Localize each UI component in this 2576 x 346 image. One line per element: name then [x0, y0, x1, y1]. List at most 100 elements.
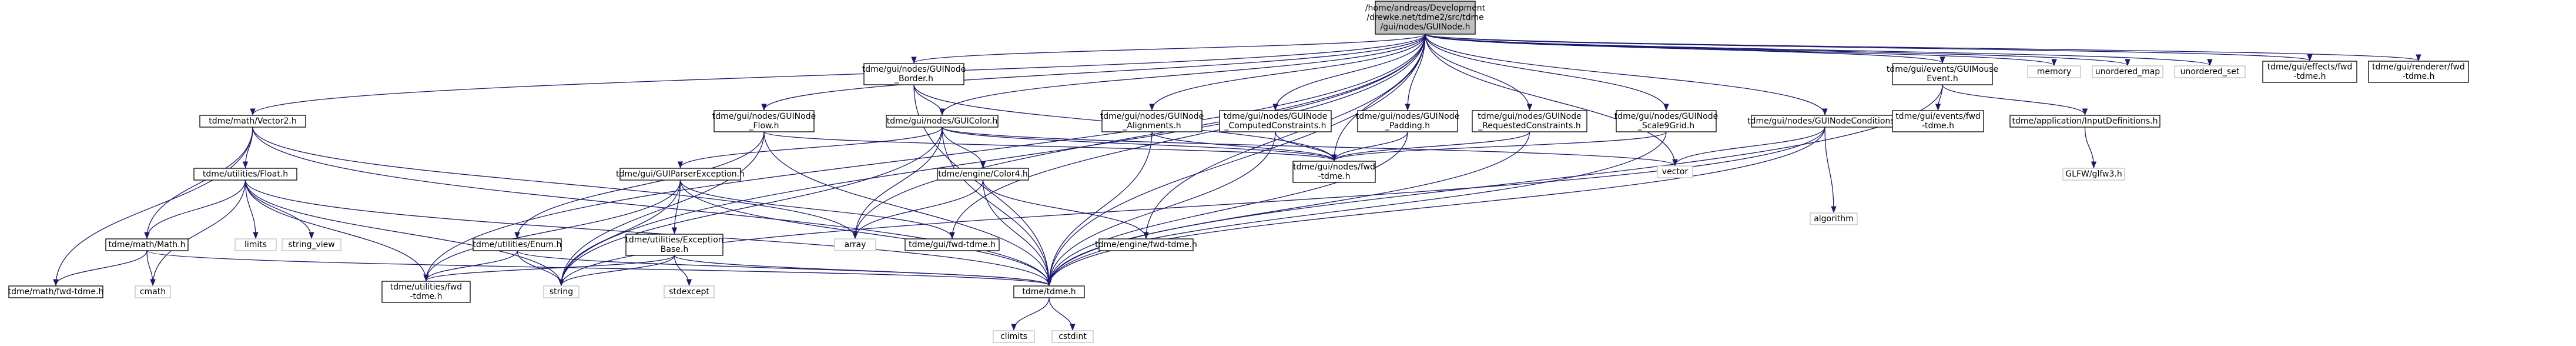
node-algorithm[interactable]: algorithm [1810, 212, 1858, 225]
edge-root-to-guicolor [939, 34, 1426, 116]
edge-vector2-to-mathfwd [53, 127, 253, 287]
node-memory[interactable]: memory [2027, 65, 2081, 78]
node-conditions[interactable]: tdme/gui/nodes/GUINodeConditions.h [1747, 115, 1902, 128]
edge-parserexception-to-exceptionbase [671, 179, 681, 235]
node-label: tdme/gui/GUIParserException.h [616, 169, 745, 179]
node-box [2174, 65, 2246, 78]
edge-root-to-alignments [1149, 34, 1426, 111]
node-string[interactable]: string [543, 285, 579, 298]
node-parserexception[interactable]: tdme/gui/GUIParserException.h [616, 168, 745, 181]
node-box [543, 285, 579, 298]
node-stdexcept[interactable]: stdexcept [664, 285, 715, 298]
node-box [1292, 161, 1376, 183]
edge-padding-to-nodesfwd [1331, 131, 1408, 162]
node-cmath[interactable]: cmath [135, 285, 171, 298]
node-guinodeborder[interactable]: tdme/gui/nodes/GUINode_Border.h [862, 63, 966, 85]
node-float[interactable]: tdme/utilities/Float.h [193, 168, 297, 181]
edge-computed-to-tdme [1046, 131, 1276, 287]
edge-tdme-to-climits [1011, 297, 1050, 331]
edge-scale9-to-nodesfwd [1331, 131, 1667, 162]
node-padding[interactable]: tdme/gui/nodes/GUINode_Padding.h [1356, 110, 1459, 132]
edge-root-to-array [852, 34, 1426, 239]
node-box [8, 285, 103, 298]
edge-float-to-tdme [244, 179, 1052, 287]
node-effectsfwd[interactable]: tdme/gui/effects/fwd-tdme.h [2262, 61, 2357, 83]
node-vector2[interactable]: tdme/math/Vector2.h [199, 115, 306, 128]
node-box [619, 168, 741, 181]
node-scale9[interactable]: tdme/gui/nodes/GUINode_Scale9Grid.h [1614, 110, 1718, 132]
edge-mathh-to-mathfwd [53, 250, 148, 287]
edge-guinodeflow-to-tdme [763, 131, 1052, 287]
node-label: tdme/gui/nodes/GUIColor.h [887, 117, 997, 126]
node-label: tdme/utilities/Enum.h [473, 240, 562, 249]
node-eventsfwd[interactable]: tdme/gui/events/fwd-tdme.h [1892, 110, 1984, 132]
node-unordered-map[interactable]: unordered_map [2092, 65, 2163, 78]
node-label: array [845, 240, 866, 249]
node-root[interactable]: /home/andreas/Development/drewke.net/tdm… [1365, 1, 1486, 35]
node-guifwd[interactable]: tdme/gui/fwd-tdme.h [905, 238, 1000, 251]
edge-root-to-enginefwd [1143, 34, 1426, 239]
node-label: _Scale9Grid.h [1637, 121, 1694, 131]
node-label: tdme/math/Vector2.h [209, 117, 296, 126]
edge-root-to-unordered_set [1425, 34, 2213, 66]
edge-alignments-to-tdme [1046, 131, 1153, 287]
node-string-view[interactable]: string_view [282, 238, 341, 251]
node-box [664, 285, 715, 298]
node-label: /drewke.net/tdme2/src/tdme [1366, 13, 1484, 22]
node-tdme[interactable]: tdme/tdme.h [1013, 285, 1085, 298]
node-box [105, 238, 189, 251]
node-guinodeflow[interactable]: tdme/gui/nodes/GUINode_Flow.h [712, 110, 816, 132]
edge-color4-to-array [852, 179, 984, 239]
node-alignments[interactable]: tdme/gui/nodes/GUINode_Alignments.h [1100, 110, 1204, 132]
edge-root-to-guinodeflow [761, 34, 1426, 111]
node-box [1616, 110, 1717, 132]
edge-root-to-guifwd [949, 34, 1426, 239]
node-box [2092, 65, 2163, 78]
edge-color4-to-tdme [982, 179, 1052, 287]
edge-parserexception-to-utilfwd [423, 179, 681, 282]
node-guicolor[interactable]: tdme/gui/nodes/GUIColor.h [886, 115, 999, 128]
node-label: stdexcept [669, 287, 709, 297]
node-box [282, 238, 341, 251]
node-climits[interactable]: climits [993, 330, 1035, 343]
node-label: string_view [288, 240, 334, 249]
node-box [1472, 110, 1587, 132]
node-box [2009, 115, 2160, 128]
node-unordered-set[interactable]: unordered_set [2174, 65, 2246, 78]
node-label: limits [244, 240, 267, 249]
node-enginefwd[interactable]: tdme/engine/fwd-tdme.h [1095, 238, 1197, 251]
node-cstdint[interactable]: cstdint [1051, 330, 1094, 343]
node-label: _Padding.h [1385, 121, 1430, 131]
node-enum[interactable]: tdme/utilities/Enum.h [473, 238, 562, 251]
node-nodesfwd[interactable]: tdme/gui/nodes/fwd-tdme.h [1292, 161, 1376, 183]
node-requested[interactable]: tdme/gui/nodes/GUINode_RequestedConstrai… [1472, 110, 1587, 132]
node-inputdefs[interactable]: tdme/application/InputDefinitions.h [2009, 115, 2160, 128]
node-utilfwd[interactable]: tdme/utilities/fwd-tdme.h [381, 281, 471, 303]
edge-root-to-requested [1425, 34, 1533, 111]
node-limits1[interactable]: limits [235, 238, 277, 251]
node-label: tdme/math/Math.h [109, 240, 186, 249]
edge-guicolor-to-color4 [942, 127, 986, 169]
node-mathfwd[interactable]: tdme/math/fwd-tdme.h [8, 285, 104, 298]
node-label: tdme/utilities/Exception [625, 235, 723, 245]
node-mathh[interactable]: tdme/math/Math.h [105, 238, 189, 251]
node-computed[interactable]: tdme/gui/nodes/GUINode_ComputedConstrain… [1219, 110, 1332, 132]
node-array[interactable]: array [834, 238, 876, 251]
node-vector[interactable]: vector [1657, 165, 1693, 178]
edge-guinodeborder-to-guicolor [913, 84, 945, 116]
edge-parserexception-to-tdme [679, 179, 1052, 287]
edge-mathh-to-cmath [146, 250, 156, 287]
node-label: tdme/gui/nodes/GUINode [712, 112, 816, 121]
node-box [1892, 110, 1984, 132]
node-label: _Flow.h [749, 121, 779, 131]
node-label: -tdme.h [410, 292, 442, 301]
edge-vector2-to-array [252, 127, 858, 239]
node-glfw[interactable]: GLFW/glfw3.h [2062, 168, 2125, 181]
node-box [713, 110, 815, 132]
edges-layer [53, 34, 2421, 331]
node-color4[interactable]: tdme/engine/Color4.h [937, 168, 1029, 181]
node-box [135, 285, 171, 298]
node-rendererfwd[interactable]: tdme/gui/renderer/fwd-tdme.h [2368, 61, 2469, 83]
